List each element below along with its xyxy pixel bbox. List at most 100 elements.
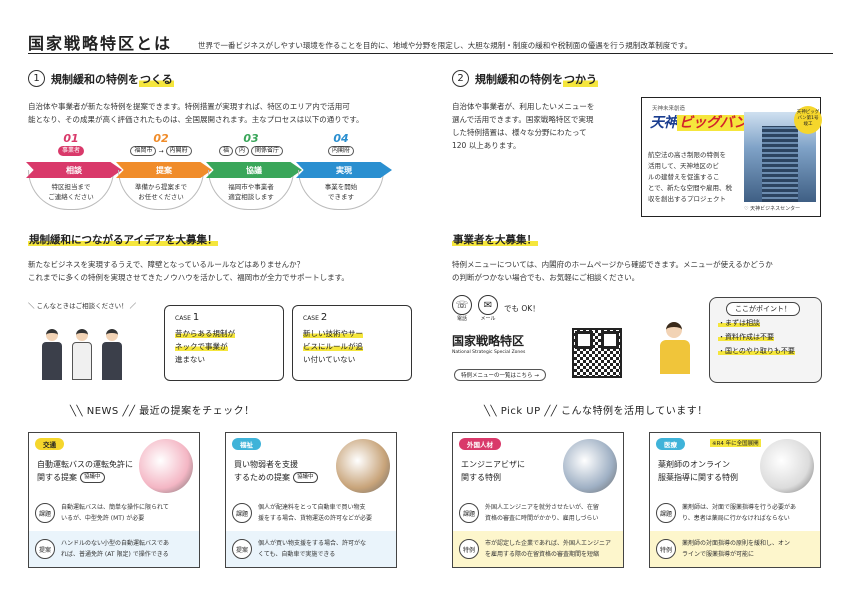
step-tag: 福岡市 bbox=[130, 146, 157, 156]
recruit-paragraph: 特例メニューについては、内閣府のホームページから確認できます。メニューが使えるか… bbox=[452, 258, 832, 284]
ad-brand-sub: 天神未来創造 bbox=[652, 106, 686, 112]
step-description: 準備から提案までお任せください bbox=[135, 183, 187, 201]
section1-number: 1 bbox=[28, 70, 45, 87]
ad-badge-line: バン第1号 bbox=[797, 116, 819, 121]
section2-line4: 120 以上あります。 bbox=[452, 141, 521, 150]
card-title: エンジニアビザに関する特例 bbox=[461, 460, 525, 482]
ad-text-line: 航空法の高さ制限の特例を bbox=[648, 151, 726, 159]
card-row: 課題自動運転バスは、簡単な操作に限られているが、中型免許 (MT) が必要 bbox=[29, 495, 199, 531]
section1-line2: 能となり、その成果が高く評価されたものは、全国展開されます。主なプロセスは以下の… bbox=[28, 115, 364, 124]
card-row: 課題外国人エンジニアを就労させたいが、在留資格の審査に時間がかかり、雇用しづらい bbox=[453, 495, 623, 531]
ad-text-line: 活用して、天神地区のビ bbox=[648, 162, 719, 170]
phone-contact[interactable]: ☏ 電話 bbox=[452, 295, 472, 322]
row-label: 提案 bbox=[35, 539, 55, 559]
pickup-banner: ╲╲ Pick UP ╱╱ こんな特例を活用しています！ bbox=[484, 406, 708, 417]
page-title: 国家戦略特区とは bbox=[25, 30, 175, 54]
step-description: 福岡市や事業者適宜相談します bbox=[228, 183, 274, 201]
section2-number: 2 bbox=[452, 70, 469, 87]
phone-icon: ☏ bbox=[452, 295, 472, 315]
ad-brand-main: 天神 bbox=[650, 115, 678, 131]
step-tags: 内閣府 bbox=[298, 145, 384, 157]
point-item: ・資料作成は不要 bbox=[718, 333, 774, 341]
step-description: 事業を開始できます bbox=[324, 183, 358, 201]
step-number: 02 bbox=[153, 132, 169, 145]
news-card: 福祉買い物弱者を支援するための提案協議中課題個人が配達料をとって自動車で買い物支… bbox=[225, 432, 397, 568]
ad-text-line: とで、新たな空間や雇用、税 bbox=[648, 184, 733, 192]
step-tags: 福内関係省庁 bbox=[208, 145, 294, 157]
step-tag: 福 bbox=[218, 146, 233, 156]
ad-text-line: 収を創出するプロジェクト bbox=[648, 195, 726, 203]
step-tag: 内閣府 bbox=[327, 146, 354, 156]
card-row: 特例市が認定した企業であれば、外国人エンジニアを雇用する際の在留資格の審査期間を… bbox=[453, 531, 623, 567]
category-tag: 福祉 bbox=[232, 438, 261, 450]
case-text-line: 新しい技術やサー bbox=[303, 329, 363, 338]
step-tags: 福岡市→内閣府 bbox=[118, 145, 204, 157]
row-label: 課題 bbox=[232, 503, 252, 523]
news-banner: ╲╲ NEWS ╱╱ 最近の提案をチェック！ bbox=[70, 406, 255, 417]
step-arrow-label: 実現 bbox=[296, 162, 392, 178]
news-banner-prefix: NEWS bbox=[86, 406, 119, 417]
menu-list-button[interactable]: 特例メニューの一覧はこちら → bbox=[454, 369, 546, 381]
section1-title-highlight: つくる bbox=[139, 70, 174, 87]
card-photo bbox=[563, 439, 617, 493]
card-row: 課題薬剤師は、対面で服薬指導を行う必要があり、患者は薬局に行かなければならない bbox=[650, 495, 820, 531]
card-row: 提案個人が買い物支援をする場合、許可がなくても、自動車で実施できる bbox=[226, 531, 396, 567]
pickup-banner-prefix: Pick UP bbox=[500, 406, 541, 417]
category-tag: 交通 bbox=[35, 438, 64, 450]
section2-heading: 2 規制緩和の特例を つかう bbox=[452, 70, 598, 87]
contact-methods: ☏ 電話 ✉ メール でも OK！ bbox=[452, 295, 540, 322]
step-tag: 関係省庁 bbox=[251, 146, 284, 156]
section1-paragraph: 自治体や事業者が新たな特例を提案できます。特例措置が実現すれば、特区のエリア内で… bbox=[28, 100, 408, 126]
case-text: 新しい技術やサー ビスにルールが追 い付いていない bbox=[303, 327, 401, 366]
news-card: 交通自動運転バスの運転免許に関する提案協議中課題自動運転バスは、簡単な操作に限ら… bbox=[28, 432, 200, 568]
section1-line1: 自治体や事業者が新たな特例を提案できます。特例措置が実現すれば、特区のエリア内で… bbox=[28, 102, 350, 111]
step-tag: 内閣府 bbox=[165, 146, 192, 156]
category-tag: 外国人材 bbox=[459, 438, 501, 450]
row-label: 課題 bbox=[35, 503, 55, 523]
mail-icon: ✉ bbox=[478, 295, 498, 315]
person-icon bbox=[102, 329, 122, 380]
section2-line3: した特例措置は、様々な分野にわたって bbox=[452, 128, 587, 137]
recruit-title: 事業者を大募集！ bbox=[452, 234, 538, 246]
case-text-line: 昔からある規制が bbox=[175, 329, 235, 338]
card-title: 買い物弱者を支援するための提案協議中 bbox=[234, 458, 318, 484]
qr-code-icon[interactable] bbox=[572, 328, 622, 378]
ideas-title: 規制緩和につながるアイデアを大募集！ bbox=[28, 234, 219, 246]
row-label: 特例 bbox=[459, 539, 479, 559]
point-item: ・国とのやり取りも不要 bbox=[718, 347, 795, 355]
recruit-line2: の判断がつかない場合でも、お気軽にご相談ください。 bbox=[452, 273, 640, 282]
row-text: 薬剤師の対面指導の原則を緩和し、オンラインで服薬指導が可能に bbox=[682, 540, 791, 558]
logo-jp: 国家戦略特区 bbox=[452, 334, 525, 348]
row-text: 個人が配達料をとって自動車で買い物支援をする場合、貨物運送の許可などが必要 bbox=[258, 504, 373, 522]
consult-caption: ＼ こんなときはご相談ください！ ／ bbox=[28, 302, 137, 310]
ad-brand-highlight: ビッグバン bbox=[677, 115, 750, 131]
case-text: 昔からある規制が ネックで事業が 進まない bbox=[175, 327, 273, 366]
ad-text-line: ルの建替えを促進するこ bbox=[648, 173, 720, 181]
page-header: 国家戦略特区とは 世界で一番ビジネスがしやすい環境を作ることを目的に、地域や分野… bbox=[0, 0, 848, 54]
section2-title-prefix: 規制緩和の特例を bbox=[475, 72, 563, 86]
card-photo bbox=[336, 439, 390, 493]
ideas-paragraph: 新たなビジネスを実現するうえで、障壁となっているルールなどはありませんか？ これ… bbox=[28, 258, 428, 284]
ad-badge: 天神ビッグ バン第1号 竣工 bbox=[794, 106, 822, 134]
step-arrow-label: 相談 bbox=[26, 162, 122, 178]
step-tag: 事業者 bbox=[57, 146, 84, 156]
step-arrow-label: 協議 bbox=[206, 162, 302, 178]
case-text-line: 進まない bbox=[175, 355, 205, 364]
ad-caption: ♡ 天神ビジネスセンター bbox=[744, 206, 801, 212]
nss-logo: 国家戦略特区 National Strategic Special Zones bbox=[452, 332, 552, 360]
case-label: CASE 1 bbox=[175, 312, 200, 323]
case-text-line: ネックで事業が bbox=[175, 342, 228, 351]
step-tag: → bbox=[158, 147, 164, 155]
section2-line1: 自治体や事業者が、利用したいメニューを bbox=[452, 102, 595, 111]
person-icon bbox=[42, 329, 62, 380]
card-note: ※R4 年に全国展開 bbox=[710, 439, 761, 447]
mail-contact[interactable]: ✉ メール bbox=[478, 295, 498, 322]
row-label: 課題 bbox=[459, 503, 479, 523]
step-tags: 事業者 bbox=[28, 145, 114, 157]
card-row: 提案ハンドルのない小型の自動運転バスであれば、普通免許 (AT 限定) で操作で… bbox=[29, 531, 199, 567]
row-label: 課題 bbox=[656, 503, 676, 523]
